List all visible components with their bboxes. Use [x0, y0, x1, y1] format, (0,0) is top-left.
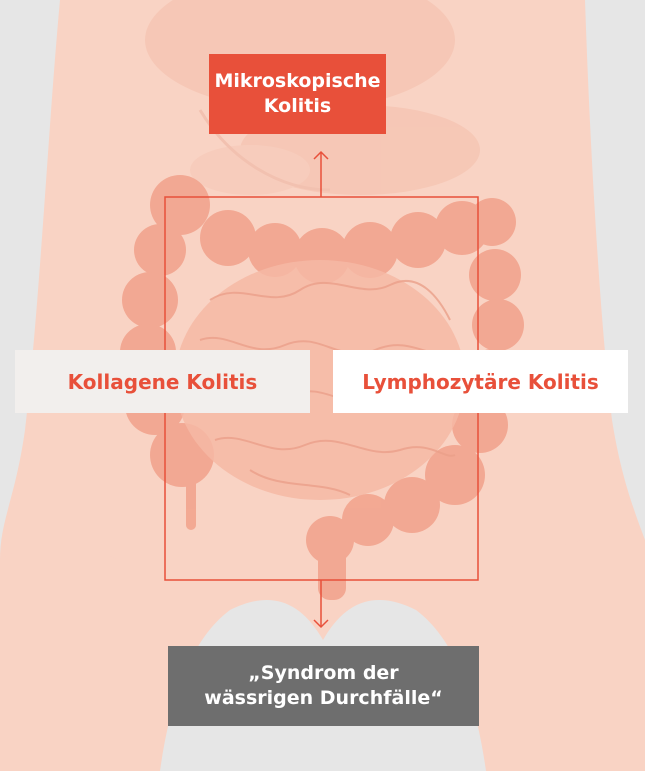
collagenous-colitis-label: Kollagene Kolitis	[68, 369, 258, 395]
lymphocytic-colitis-box: Lymphozytäre Kolitis	[333, 350, 628, 413]
collagenous-colitis-box: Kollagene Kolitis	[15, 350, 310, 413]
watery-diarrhea-label-line2: wässrigen Durchfälle“	[204, 686, 442, 711]
watery-diarrhea-syndrome-box: „Syndrom der wässrigen Durchfälle“	[168, 646, 479, 726]
microscopic-colitis-box: Mikroskopische Kolitis	[209, 54, 386, 134]
lymphocytic-colitis-label: Lymphozytäre Kolitis	[362, 369, 599, 395]
microscopic-colitis-label-line2: Kolitis	[214, 94, 380, 119]
microscopic-colitis-label-line1: Mikroskopische	[214, 69, 380, 94]
watery-diarrhea-label-line1: „Syndrom der	[204, 661, 442, 686]
